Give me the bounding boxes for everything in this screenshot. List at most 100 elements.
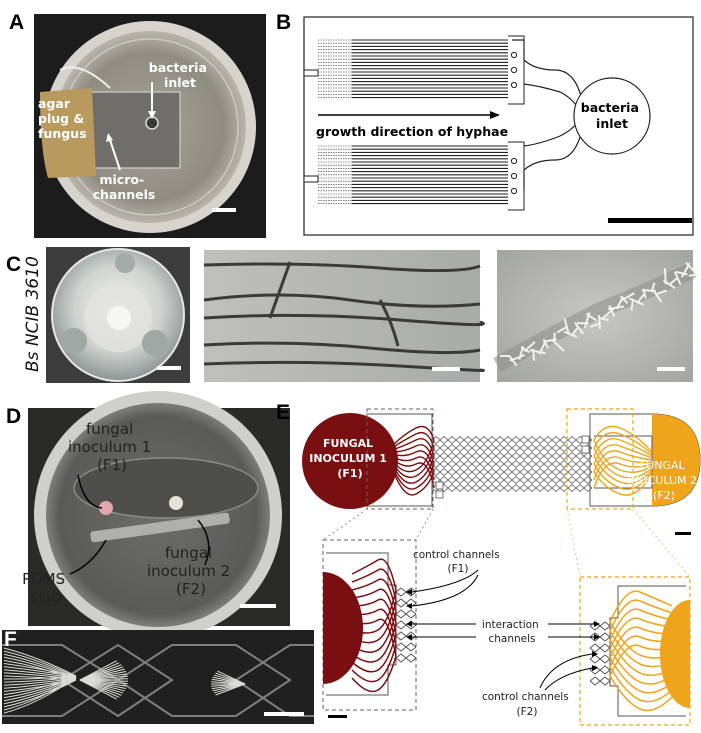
bacterium: [556, 325, 569, 334]
arrow-control-f2-b-head: [592, 665, 598, 671]
label-bacteria-inlet-b: bacteria inlet: [581, 100, 644, 131]
scale-bar-c1: [157, 366, 181, 370]
hyphae-in-channel: [3, 647, 246, 714]
detail-hypha-f2: [609, 599, 673, 632]
detail-channel-f1: [395, 646, 417, 652]
marker-dot: [510, 172, 518, 180]
detail-hypha-f1: [351, 622, 397, 663]
detail-channel-f2: [589, 658, 611, 664]
detail-hypha-f1: [351, 588, 397, 624]
label-control-channels-f1: control channels (F1): [413, 549, 503, 575]
label-fungal-inoculum-1: FUNGAL INOCULUM 1 (F1): [309, 437, 390, 480]
detail-f1-disc: [323, 572, 363, 684]
detail-hypha-f2: [609, 639, 673, 676]
bacterium: [621, 292, 635, 302]
interaction-channel-lower: [431, 463, 593, 469]
scale-bar-c2: [432, 367, 460, 371]
pdms-slab: [73, 457, 259, 519]
arrow-channels: [109, 139, 121, 171]
detail-f1-hyphae: [351, 558, 397, 693]
hypha-right: [217, 670, 246, 685]
detail-f2-hyphae: [609, 590, 673, 712]
detail-channel-f2: [589, 669, 611, 675]
bacterium: [655, 289, 668, 296]
detail-f2-chamber: [609, 585, 686, 717]
detail-hypha-f2: [609, 644, 673, 677]
detail-hypha-f2: [609, 590, 673, 623]
detail-hypha-f2: [609, 626, 673, 659]
bacterium: [552, 332, 556, 343]
connector-upper-outer: [512, 39, 583, 101]
hypha-f1-strand: [391, 463, 435, 490]
bacterium: [574, 321, 584, 335]
detail-hypha-f2: [609, 621, 673, 659]
bacterium: [538, 342, 546, 355]
label-microchannels: micro- channels: [93, 172, 156, 202]
inlet-notch-0: [303, 69, 319, 77]
detail-hypha-f1: [351, 568, 397, 602]
bacterium: [650, 282, 656, 293]
panel-c: Bs NCIB 3610: [23, 247, 699, 383]
inoculum-2-spot: [169, 496, 183, 510]
panel-f: [2, 630, 314, 724]
label-growth-direction: growth direction of hyphae: [316, 124, 508, 139]
bacterium: [651, 288, 663, 303]
marker-dot: [510, 187, 518, 195]
arrow-interaction-l2-head: [406, 634, 412, 640]
panel-letter-d: D: [6, 405, 21, 428]
arrow-interaction-r1-head: [594, 621, 600, 627]
bacterial-spot-right: [142, 330, 168, 356]
detail-hypha-f2: [609, 666, 673, 703]
arrow-channels-head: [106, 133, 113, 142]
bacterium: [673, 271, 682, 285]
detail-channel-f2: [589, 680, 611, 686]
zoom-guide-2a: [566, 508, 581, 578]
hypha-f2-strand: [593, 447, 653, 479]
arrow-interaction-l1-head: [406, 621, 412, 627]
panel-b: growth direction of hyphae bacteria inle…: [303, 16, 694, 236]
detail-hypha-f2: [609, 608, 673, 641]
hypha-left: [3, 650, 77, 678]
hyphae-f1: [391, 425, 435, 496]
bacterium: [688, 273, 699, 277]
detail-channel-f2: [589, 647, 611, 653]
zoom-guide-2b: [632, 508, 691, 578]
detail-hypha-f1: [351, 598, 397, 635]
detail-hypha-f1: [351, 600, 397, 644]
growth-arrow-head: [490, 111, 500, 119]
scale-bar-c3: [657, 367, 685, 371]
zoom-box-f1: [366, 408, 434, 510]
detail-hypha-f1: [351, 611, 397, 653]
detail-hypha-f2: [609, 630, 673, 668]
hypha-left: [3, 676, 77, 714]
bacterium: [663, 268, 667, 285]
hypha-left: [3, 675, 77, 711]
label-control-channels-f2: control channels (F2): [482, 691, 572, 718]
panel-letter-b: B: [276, 11, 291, 34]
arrow-pdms: [69, 539, 107, 575]
bacterium: [608, 305, 616, 317]
hypha-left: [3, 675, 77, 680]
connector-lower-inner: [523, 121, 579, 147]
arrow-control-f1-b-head: [406, 603, 412, 609]
diamond-channel: [2, 643, 314, 718]
hypha-left: [3, 676, 77, 699]
hypha-f1-strand: [391, 425, 435, 447]
hypha-f1-strand: [391, 455, 435, 484]
hypha-left: [3, 663, 77, 677]
connector-upper-inner: [523, 83, 579, 109]
zoom-guide-1b: [415, 508, 434, 541]
label-inoculum-1: fungal inoculum 1 (F1): [68, 420, 156, 474]
connector-lower-outer: [523, 129, 583, 190]
hypha-f2-strand: [593, 425, 653, 453]
detail-hypha-f2: [609, 675, 673, 712]
hypha-f2-strand: [593, 455, 653, 485]
interaction-channel-lower: [431, 439, 593, 445]
panel-letter-f: F: [4, 628, 17, 651]
hypha-f1-strand: [391, 431, 435, 449]
detail-f1-channels: [395, 587, 417, 663]
panel-d: fungal inoculum 1 (F1) fungal inoculum 2…: [22, 391, 290, 639]
arrow-control-f2-a: [539, 653, 593, 689]
hypha-f2-strand: [593, 471, 653, 496]
bacterium: [668, 277, 678, 286]
